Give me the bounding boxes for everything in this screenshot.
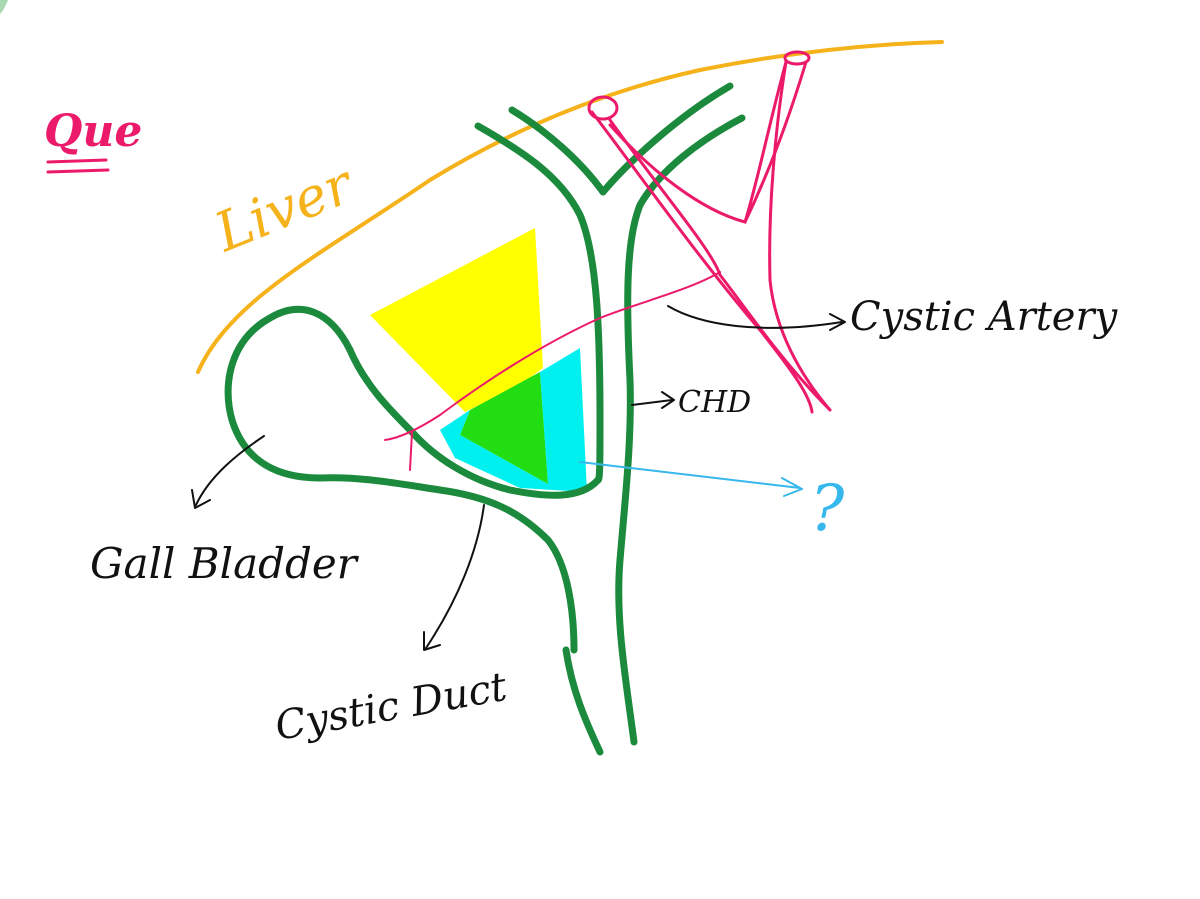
artery-branch-up <box>608 60 808 224</box>
cystic-artery-label: Cystic Artery <box>850 294 1119 340</box>
chd-label: CHD <box>678 385 751 420</box>
gall-bladder-inner-edge <box>346 346 602 499</box>
gall-bladder-label: Gall Bladder <box>90 539 360 588</box>
chd-left-wall <box>474 122 604 484</box>
common-bile-duct-lower <box>562 646 604 756</box>
triangle-green <box>460 372 548 484</box>
gall-bladder-pointer <box>191 435 265 509</box>
artery-upper-right-branch <box>768 60 832 412</box>
duct-bifurcation <box>508 82 734 196</box>
corner-tab <box>0 0 8 14</box>
triangle-cyan <box>440 348 587 492</box>
question-mark: ? <box>810 472 845 546</box>
hepatic-artery-right <box>608 118 832 412</box>
cystic-artery-pointer <box>667 305 846 331</box>
gall-bladder-outline <box>224 306 578 654</box>
artery-lumen-top-left <box>587 95 619 121</box>
que-label: Que <box>44 106 142 157</box>
hepatic-artery-left <box>590 110 814 414</box>
cystic-artery-branch <box>409 431 413 471</box>
triangle-yellow <box>370 228 543 412</box>
artery-lumen-top-right <box>783 50 811 66</box>
cystic-artery <box>384 271 721 441</box>
cystic-duct-label: Cystic Duct <box>272 664 511 750</box>
question-pointer <box>579 461 803 497</box>
liver-outline <box>196 40 944 374</box>
que-underline <box>46 158 110 174</box>
cystic-duct-pointer <box>423 504 485 651</box>
chd-pointer <box>631 391 675 409</box>
liver-label: Liver <box>205 151 364 264</box>
